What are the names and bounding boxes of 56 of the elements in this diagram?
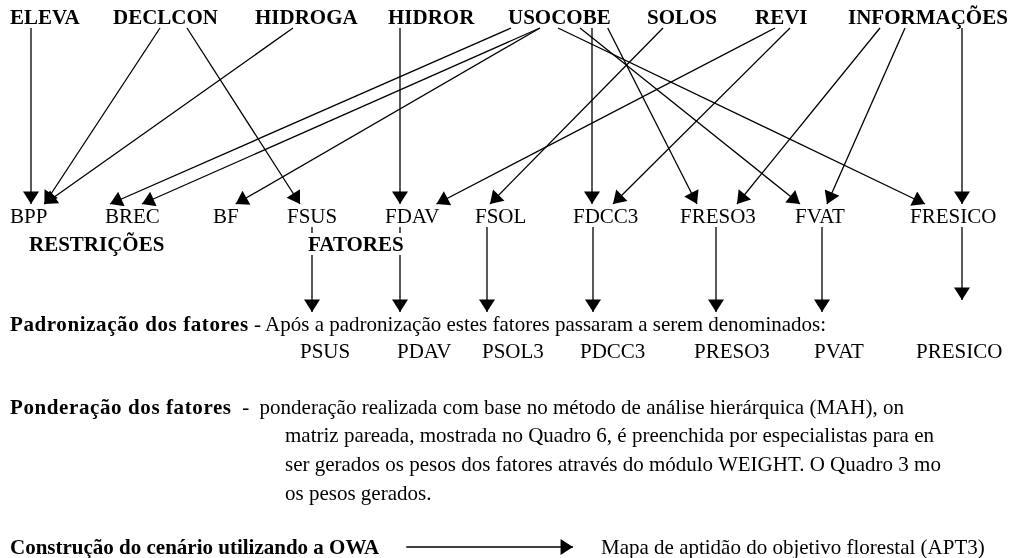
arrow xyxy=(23,27,39,205)
standardized-factor-label: PVAT xyxy=(814,340,864,362)
arrow xyxy=(607,27,699,205)
arrow xyxy=(954,27,970,205)
standardized-factor-label: PDCC3 xyxy=(580,340,646,362)
source-layer-label: HIDROR xyxy=(388,6,475,28)
arrow xyxy=(186,27,301,205)
arrow xyxy=(579,27,801,205)
arrow xyxy=(824,27,906,205)
output-layer-label: FSOL xyxy=(475,205,527,227)
process-step-text: Mapa de aptidão do objetivo florestal (APT3) xyxy=(601,536,985,558)
source-layer-label: ELEVA xyxy=(10,6,80,28)
output-layer-label: FSUS xyxy=(287,205,338,227)
standardized-factor-label: PDAV xyxy=(397,340,452,362)
standardized-factor-label: PSUS xyxy=(300,340,351,362)
group-heading: RESTRIÇÕES xyxy=(29,233,165,255)
arrow xyxy=(392,27,408,205)
arrow xyxy=(557,27,926,206)
standardized-factor-label: PRESICO xyxy=(916,340,1003,362)
arrow xyxy=(489,27,664,205)
arrow xyxy=(814,226,830,313)
source-layer-label: HIDROGA xyxy=(255,6,358,28)
output-layer-label: FDAV xyxy=(385,205,440,227)
arrow xyxy=(235,27,541,205)
arrow xyxy=(708,226,724,313)
arrow xyxy=(736,27,881,205)
process-step-text: Padronização dos fatores - Após a padronização estes fatores passaram a serem denominados: xyxy=(10,313,830,335)
arrow xyxy=(435,27,776,206)
arrow xyxy=(585,226,601,313)
arrow xyxy=(405,539,574,555)
description-text: os pesos gerados. xyxy=(285,482,432,504)
arrow xyxy=(584,27,600,205)
output-layer-label: FDCC3 xyxy=(573,205,639,227)
group-heading: FATORES xyxy=(308,233,404,255)
arrow xyxy=(612,27,791,205)
source-layer-label: USOCOBE xyxy=(508,6,611,28)
source-layer-label: DECLCON xyxy=(113,6,218,28)
arrow xyxy=(43,27,161,205)
output-layer-label: FRESICO xyxy=(910,205,997,227)
standardized-factor-label: PSOL3 xyxy=(482,340,544,362)
output-layer-label: FRESO3 xyxy=(680,205,756,227)
source-layer-label: SOLOS xyxy=(647,6,718,28)
standardized-factor-label: PRESO3 xyxy=(694,340,770,362)
output-layer-label: BREC xyxy=(105,205,160,227)
arrow xyxy=(479,226,495,313)
output-layer-label: FVAT xyxy=(795,205,845,227)
output-layer-label: BF xyxy=(213,205,239,227)
arrow xyxy=(954,226,970,301)
process-step-text: Construção do cenário utilizando a OWA xyxy=(10,536,380,558)
output-layer-label: BPP xyxy=(10,205,48,227)
source-layer-label: REVI xyxy=(755,6,808,28)
source-layer-label: INFORMAÇÕES xyxy=(848,6,1008,28)
arrow xyxy=(43,27,294,205)
description-text: ser gerados os pesos dos fatores através do módulo WEIGHT. O Quadro 3 mo xyxy=(285,453,941,475)
description-text: matriz pareada, mostrada no Quadro 6, é preenchida por especialistas para en xyxy=(285,424,934,446)
description-text: Ponderação dos fatores - ponderação realizada com base no método de análise hierárquica (MAH), on xyxy=(10,396,904,418)
